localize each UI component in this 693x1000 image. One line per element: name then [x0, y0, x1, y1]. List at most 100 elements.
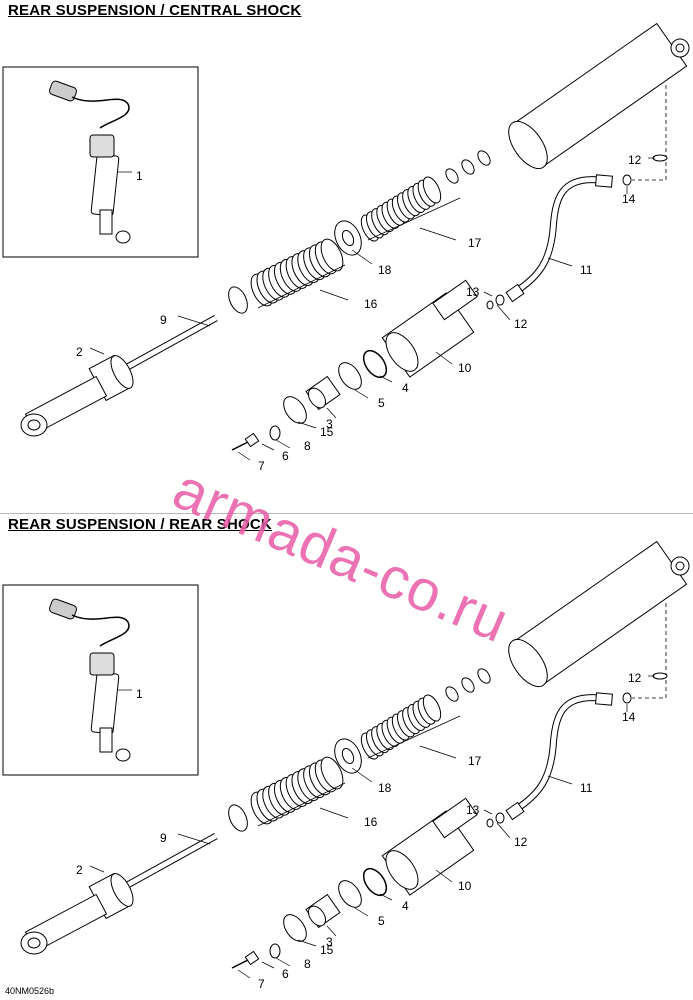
coil-turn — [422, 176, 442, 204]
callout-number: 18 — [378, 263, 392, 277]
o-ring-medium — [283, 914, 307, 942]
callout-leader-c15 — [297, 421, 317, 429]
inset-shock-rod — [99, 209, 113, 235]
callout-number: 4 — [402, 381, 409, 395]
inset-shock-eye — [115, 230, 131, 244]
callout-leader-c16 — [319, 289, 349, 301]
callout-number: 6 — [282, 967, 289, 981]
rod-end-eye-hole — [27, 937, 41, 949]
washer-small — [486, 818, 494, 828]
callout-number: 14 — [622, 710, 636, 724]
reservoir-open-end — [508, 120, 548, 170]
callout-leader-c6 — [261, 443, 275, 451]
coil-spring-large — [250, 238, 344, 307]
reservoir-mount-hole — [675, 43, 685, 53]
callout-leader-c18 — [351, 249, 373, 265]
callout-leader-c16 — [319, 807, 349, 819]
inset-shock-body — [90, 671, 120, 735]
inset-shock-body — [90, 153, 120, 217]
coil-spring-large — [250, 756, 344, 825]
callout-leader-c8 — [275, 439, 291, 449]
callout-number: 2 — [76, 345, 83, 359]
o-ring-small — [495, 294, 505, 306]
callout-leader-c9 — [177, 315, 211, 327]
inset-reservoir — [49, 80, 77, 102]
callout-number: 12 — [514, 835, 528, 849]
callout-leader-c3 — [326, 407, 337, 419]
fitting-nut — [622, 692, 632, 704]
valve-screw-shank — [231, 441, 249, 451]
body-cap-valve — [432, 279, 478, 321]
callout-number: 8 — [304, 439, 311, 453]
callout-leader-c9 — [177, 833, 211, 845]
bushing-face — [307, 905, 327, 927]
callout-leader-c11 — [547, 257, 573, 267]
spring-seat — [228, 804, 248, 832]
callout-number: 13 — [466, 285, 480, 299]
reservoir-mount-hole — [675, 561, 685, 571]
callout-number: 16 — [364, 815, 378, 829]
hose-fitting-bottom — [505, 801, 525, 821]
o-ring — [652, 672, 668, 680]
inset-shock-head — [89, 134, 115, 158]
coil-turn — [320, 238, 344, 272]
callout-leader-c2 — [89, 347, 105, 355]
callout-number: 7 — [258, 459, 265, 473]
fitting-nut — [622, 174, 632, 186]
callout-leader-c8 — [275, 957, 291, 967]
hose-fill — [513, 177, 601, 295]
callout-number: 5 — [378, 914, 385, 928]
piston-face — [110, 873, 134, 907]
callout-number: 12 — [514, 317, 528, 331]
callout-number: 1 — [136, 169, 143, 183]
body-cap-valve — [432, 797, 478, 839]
callout-leader-c18 — [351, 767, 373, 783]
callout-number: 9 — [160, 831, 167, 845]
washer-small — [486, 300, 494, 310]
spring-adjuster-center — [341, 229, 355, 247]
bracket-16 — [257, 264, 346, 309]
coil-spring-small — [360, 694, 442, 760]
callout-leader-c12b — [496, 304, 511, 321]
inset-frame — [2, 66, 199, 258]
callout-number: 10 — [458, 879, 472, 893]
callout-leader-c17 — [419, 745, 457, 759]
bushing-face — [307, 387, 327, 409]
alignment-dashed-line — [632, 603, 667, 699]
callout-number: 11 — [580, 263, 593, 277]
rod-end-eye-hole — [27, 419, 41, 431]
alignment-dashed-line — [632, 85, 667, 181]
body-cap-opening — [385, 850, 419, 890]
hose-fitting-top — [595, 174, 613, 188]
callout-leader-c15 — [297, 939, 317, 947]
body-cap-opening — [385, 332, 419, 372]
inset-reservoir — [49, 598, 77, 620]
inset-shock-illustration — [49, 80, 131, 244]
valve-screw-head — [244, 950, 260, 966]
callout-number: 2 — [76, 863, 83, 877]
spring-seat — [228, 286, 248, 314]
callout-number: 12 — [628, 671, 642, 685]
inset-shock-rod — [99, 727, 113, 753]
callout-number: 15 — [320, 943, 334, 957]
callout-number: 15 — [320, 425, 334, 439]
callout-leader-c4 — [379, 375, 393, 383]
figure-code: 40NM0526b — [5, 986, 55, 996]
inset-shock-head — [89, 652, 115, 676]
inset-shock-illustration — [49, 598, 131, 762]
callout-number: 14 — [622, 192, 636, 206]
bracket-17 — [367, 197, 461, 241]
callout-leader-c12b — [496, 822, 511, 839]
piston-face — [110, 355, 134, 389]
o-ring-large — [362, 349, 388, 379]
callout-leader-c13 — [483, 809, 493, 815]
washer — [477, 668, 491, 684]
coil-turn — [320, 756, 344, 790]
callout-number: 6 — [282, 449, 289, 463]
o-ring — [652, 154, 668, 162]
washer — [461, 677, 475, 693]
callout-number: 18 — [378, 781, 392, 795]
callout-number: 11 — [580, 781, 593, 795]
